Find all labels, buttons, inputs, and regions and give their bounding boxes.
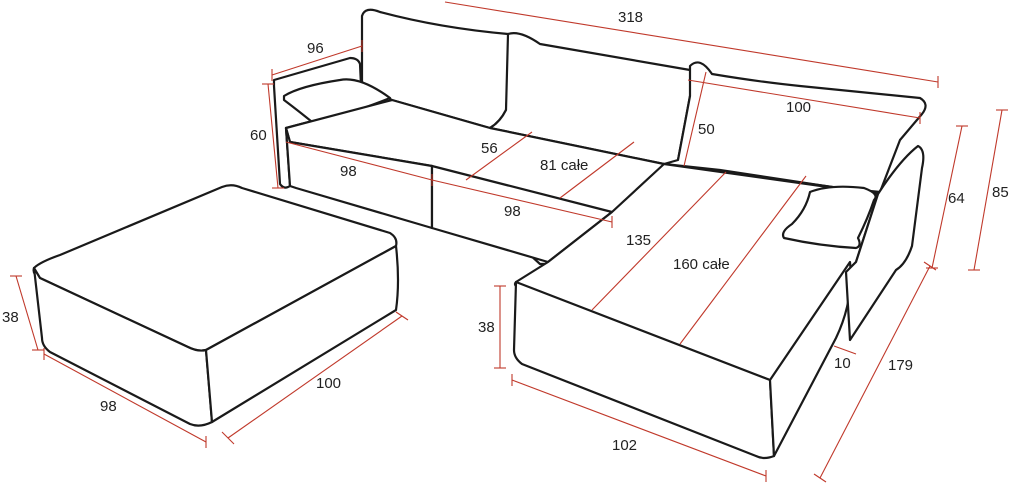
dim-line-total-height [973,109,1003,271]
label-seat-depth-total: 81 całe [540,157,588,174]
dimension-labels: 318 96 60 98 98 56 81 całe 50 100 135 16… [2,9,1009,454]
label-ottoman-length: 100 [316,375,341,392]
dim-line-back-cushion [687,79,921,119]
label-seat-depth: 56 [481,140,498,157]
dim-line-ottoman-height [15,275,39,351]
dim-line-total-length [444,1,939,83]
dim-line-side-height [931,125,963,269]
dim-line-left-seat [285,141,433,181]
label-chaise-total-length: 179 [888,357,913,374]
dim-line-chaise-width [511,379,767,477]
ottoman [32,184,400,427]
label-armrest-width: 10 [834,355,851,372]
dim-line-chaise-total-length [819,265,931,479]
dim-line-ottoman-length [227,315,403,439]
dim-tick [813,473,827,483]
label-chaise-depth-total: 160 całe [673,256,730,273]
dim-line-ottoman-width [43,353,207,443]
label-chaise-depth: 135 [626,232,651,249]
dim-line-seat-depth-total [559,141,635,199]
label-back-height: 60 [250,127,267,144]
label-side-height: 64 [948,190,965,207]
dim-line-backrest-depth [271,45,363,76]
dim-line-armrest-width [833,345,857,355]
label-back-cushion-width: 100 [786,99,811,116]
ottoman-front-face [32,266,214,427]
label-chaise-width: 102 [612,437,637,454]
dim-line-backrest-height [683,71,707,167]
label-left-seat-width: 98 [340,163,357,180]
label-ottoman-height: 38 [2,309,19,326]
chaise-front-face [512,280,776,460]
pillow-right [781,185,877,250]
dim-tick [395,311,409,321]
label-backrest-depth: 96 [307,40,324,57]
dim-line-back-height [267,83,279,189]
label-ottoman-width: 98 [100,398,117,415]
dim-tick [221,431,235,445]
label-total-height: 85 [992,184,1009,201]
sofa-right-armrest [844,144,925,342]
dim-line-chaise-depth [591,171,727,311]
dim-tick [923,261,937,271]
label-backrest-height: 50 [698,121,715,138]
dim-line-middle-seat [431,179,613,223]
label-chaise-seat-height: 38 [478,319,495,336]
dimension-lines [10,1,1008,483]
dim-line-seat-depth [465,131,533,181]
dim-line-chaise-depth-total [679,175,807,345]
label-middle-seat-width: 98 [504,203,521,220]
label-total-length: 318 [618,9,643,26]
ottoman-side-face [204,244,400,424]
